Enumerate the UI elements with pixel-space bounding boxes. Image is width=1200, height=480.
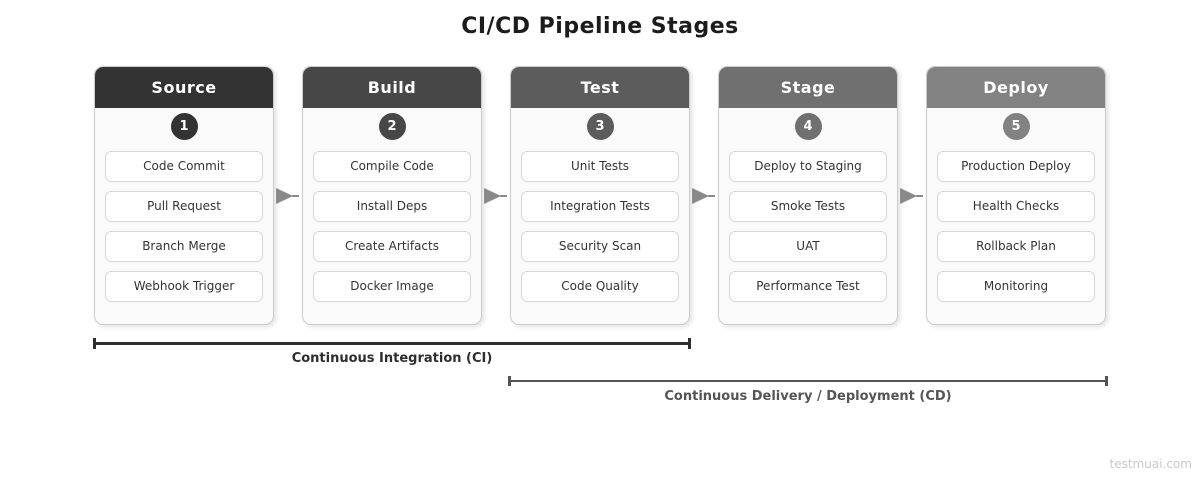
stage-connector (690, 66, 718, 325)
stage-number-badge: 5 (1002, 113, 1030, 140)
stage-card-stage: Stage 4 Deploy to Staging Smoke Tests UA… (718, 66, 898, 325)
stage-item: Rollback Plan (937, 231, 1095, 262)
stage-item: Docker Image (313, 271, 471, 302)
stage-card-deploy: Deploy 5 Production Deploy Health Checks… (926, 66, 1106, 325)
stage-item: Monitoring (937, 271, 1095, 302)
watermark: testmuai.com (1109, 457, 1192, 471)
arrow-right-icon (692, 188, 716, 204)
stage-item: Security Scan (521, 231, 679, 262)
pipeline-row: Source 1 Code Commit Pull Request Branch… (94, 66, 1106, 325)
stage-number-badge: 2 (378, 113, 406, 140)
arrow-right-icon (900, 188, 924, 204)
stage-header-test: Test (511, 67, 689, 108)
stage-number-badge: 3 (586, 113, 614, 140)
stage-item: Webhook Trigger (105, 271, 263, 302)
cd-span-label: Continuous Delivery / Deployment (CD) (664, 389, 952, 404)
stage-item: Code Commit (105, 151, 263, 182)
stage-header-stage: Stage (719, 67, 897, 108)
stage-item: Pull Request (105, 191, 263, 222)
stage-item: Smoke Tests (729, 191, 887, 222)
page-title: CI/CD Pipeline Stages (461, 14, 739, 39)
arrow-right-icon (484, 188, 508, 204)
cd-span-bracket (508, 376, 1108, 386)
stage-item: Branch Merge (105, 231, 263, 262)
stage-number-badge: 4 (794, 113, 822, 140)
stage-number-badge: 1 (170, 113, 198, 140)
stage-item: Performance Test (729, 271, 887, 302)
stage-header-build: Build (303, 67, 481, 108)
stage-item: Production Deploy (937, 151, 1095, 182)
stage-connector (482, 66, 510, 325)
ci-span-bracket (93, 338, 691, 349)
stage-item: Code Quality (521, 271, 679, 302)
stage-item: Compile Code (313, 151, 471, 182)
stage-item: Integration Tests (521, 191, 679, 222)
stage-card-source: Source 1 Code Commit Pull Request Branch… (94, 66, 274, 325)
stage-card-test: Test 3 Unit Tests Integration Tests Secu… (510, 66, 690, 325)
stage-connector (898, 66, 926, 325)
stage-item: Unit Tests (521, 151, 679, 182)
stage-header-deploy: Deploy (927, 67, 1105, 108)
stage-item: Deploy to Staging (729, 151, 887, 182)
stage-card-build: Build 2 Compile Code Install Deps Create… (302, 66, 482, 325)
stage-item: Install Deps (313, 191, 471, 222)
arrow-right-icon (276, 188, 300, 204)
ci-span-label: Continuous Integration (CI) (291, 351, 493, 366)
stage-connector (274, 66, 302, 325)
stage-item: UAT (729, 231, 887, 262)
stage-item: Health Checks (937, 191, 1095, 222)
stage-item: Create Artifacts (313, 231, 471, 262)
stage-header-source: Source (95, 67, 273, 108)
